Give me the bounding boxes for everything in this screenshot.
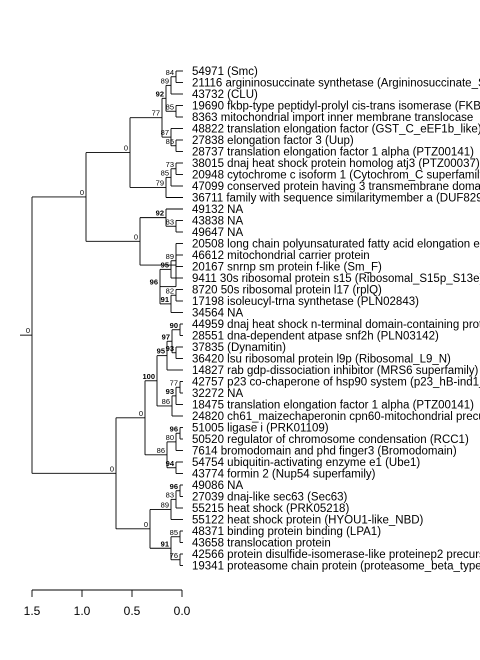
tip-label: 19341 proteasome chain protein (proteaso…: [192, 561, 480, 573]
tip-label: 55122 heat shock protein (HYOU1-like_NBD…: [192, 515, 424, 527]
axis-tick-label: 1.5: [24, 604, 41, 618]
support-value: 0: [124, 144, 128, 153]
support-value: 86: [162, 397, 170, 406]
tip-label: 17198 isoleucyl-trna synthetase (PLN0284…: [192, 296, 419, 308]
tip-label: 28737 translation elongation factor 1 al…: [192, 147, 474, 159]
tip-label: 24820 ch61_maizechaperonin cpn60-mitocho…: [192, 411, 480, 423]
support-value: 93: [166, 344, 174, 353]
support-value: 85: [166, 137, 174, 146]
support-value: 92: [156, 209, 164, 218]
tip-label: 36420 lsu ribosomal protein l9p (Ribosom…: [192, 354, 451, 366]
tip-label: 43658 translocation protein: [192, 538, 331, 550]
tip-label: 42757 p23 co-chaperone of hsp90 system (…: [192, 377, 480, 389]
tip-label: 43732 (CLU): [192, 89, 258, 101]
support-value: 0: [26, 326, 30, 335]
support-value: 0: [110, 464, 114, 473]
tip-label: 54754 ubiquitin-activating enzyme e1 (Ub…: [192, 457, 420, 469]
support-value: 79: [156, 178, 164, 187]
tip-label: 21116 argininosuccinate synthetase (Argi…: [192, 78, 480, 90]
support-value: 73: [166, 160, 174, 169]
axis-tick-label: 0.0: [174, 604, 191, 618]
support-values: 8489859285877773857908392899582919600909…: [26, 68, 178, 560]
support-value: 76: [170, 551, 178, 560]
support-value: 93: [166, 387, 174, 396]
support-value: 92: [156, 89, 164, 98]
tip-label: 42566 protein disulfide-isomerase-like p…: [192, 549, 480, 561]
distance-axis: 1.5 1.0 0.5 0.0: [24, 589, 191, 618]
tip-label: 9411 30s ribosomal protein s15 (Ribosoma…: [192, 273, 480, 285]
support-value: 96: [150, 278, 158, 287]
tip-label: 20508 long chain polyunsaturated fatty a…: [192, 239, 480, 251]
tip-label: 51005 ligase i (PRK01109): [192, 423, 329, 435]
support-value: 0: [80, 188, 84, 197]
tip-label: 20167 snrnp sm protein f-like (Sm_F): [192, 262, 382, 274]
tip-label: 48822 translation elongation factor (GST…: [192, 124, 480, 136]
support-value: 85: [170, 528, 178, 537]
support-value: 90: [170, 321, 178, 330]
tip-label: 43838 NA: [192, 216, 243, 228]
support-value: 87: [161, 128, 169, 137]
tip-label: 27039 dnaj-like sec63 (Sec63): [192, 492, 348, 504]
support-value: 0: [144, 520, 148, 529]
support-value: 97: [162, 332, 170, 341]
support-value: 85: [161, 168, 169, 177]
tip-label: 27838 elongation factor 3 (Uup): [192, 135, 354, 147]
support-value: 91: [161, 539, 169, 548]
support-value: 0: [139, 409, 143, 418]
support-value: 89: [166, 252, 174, 261]
tip-label: 49086 NA: [192, 480, 243, 492]
support-value: 95: [157, 347, 165, 356]
tip-label: 37835 (Dynamitin): [192, 342, 286, 354]
support-value: 77: [170, 378, 178, 387]
tip-label: 7614 bromodomain and phd finger3 (Bromod…: [192, 446, 457, 458]
support-value: 85: [166, 102, 174, 111]
support-value: 86: [157, 446, 165, 455]
tip-label: 46612 mitochondrial carrier protein: [192, 250, 370, 262]
support-value: 89: [161, 500, 169, 509]
support-value: 83: [166, 490, 174, 499]
tip-label: 34564 NA: [192, 308, 243, 320]
tip-label: 44959 dnaj heat shock n-terminal domain-…: [192, 319, 480, 331]
tip-labels: 54971 (Smc)21116 argininosuccinate synth…: [192, 66, 480, 573]
support-value: 91: [161, 295, 169, 304]
tip-label: 32272 NA: [192, 388, 243, 400]
tip-label: 14827 rab gdp-dissociation inhibitor (MR…: [192, 365, 479, 377]
support-value: 84: [166, 68, 174, 77]
support-value: 94: [166, 459, 175, 468]
support-value: 83: [166, 217, 174, 226]
support-value: 77: [152, 109, 160, 118]
tip-label: 50520 regulator of chromosome condensati…: [192, 434, 469, 446]
support-value: 0: [134, 232, 138, 241]
support-value: 100: [142, 372, 155, 381]
tip-label: 48371 binding protein binding (LPA1): [192, 526, 381, 538]
support-value: 96: [170, 424, 178, 433]
tip-label: 38015 dnaj heat shock protein homolog at…: [192, 158, 480, 170]
axis-tick-label: 0.5: [124, 604, 141, 618]
tip-label: 49132 NA: [192, 204, 243, 216]
tip-label: 55215 heat shock (PRK05218): [192, 503, 349, 515]
branch-lines: [20, 70, 183, 566]
support-value: 82: [166, 286, 174, 295]
tip-label: 28551 dna-dependent atpase snf2h (PLN031…: [192, 331, 439, 343]
support-value: 96: [170, 482, 178, 491]
tip-label: 18475 translation elongation factor 1 al…: [192, 400, 474, 412]
support-value: 95: [161, 260, 169, 269]
support-value: 80: [166, 433, 174, 442]
tip-label: 8363 mitochondrial import inner membrane…: [192, 112, 473, 124]
tip-label: 49647 NA: [192, 227, 243, 239]
axis-tick-label: 1.0: [74, 604, 91, 618]
tip-label: 19690 fkbp-type peptidyl-prolyl cis-tran…: [192, 101, 480, 113]
tip-label: 54971 (Smc): [192, 66, 258, 78]
tip-label: 8720 50s ribosomal protein l17 (rplQ): [192, 285, 382, 297]
support-value: 89: [161, 76, 169, 85]
tip-label: 36711 family with sequence similaritymem…: [192, 193, 480, 205]
tip-label: 47099 conserved protein having 3 transme…: [192, 181, 480, 193]
tip-label: 20948 cytochrome c isoform 1 (Cytochrom_…: [192, 170, 480, 182]
tip-label: 43774 formin 2 (Nup54 superfamily): [192, 469, 376, 481]
